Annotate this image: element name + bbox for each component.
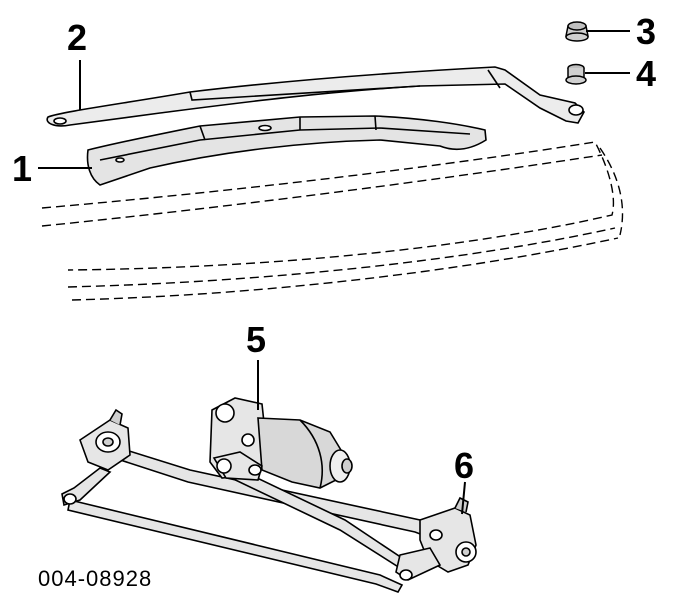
callout-1: 1 (12, 148, 33, 189)
wiper-arm (46, 66, 585, 127)
wiper-blade (86, 115, 487, 186)
windshield-outline (41, 141, 624, 301)
callout-3: 3 (636, 11, 657, 52)
callout-6: 6 (454, 445, 475, 486)
callout-4: 4 (636, 53, 657, 94)
cap-part (565, 63, 587, 85)
figure-code: 004-08928 (38, 566, 153, 591)
nut-part (565, 21, 589, 42)
wiper-linkage (61, 397, 477, 593)
callout-2: 2 (67, 17, 88, 58)
callout-5: 5 (246, 319, 267, 360)
leader-6 (461, 481, 466, 515)
leader-lines (38, 30, 630, 515)
